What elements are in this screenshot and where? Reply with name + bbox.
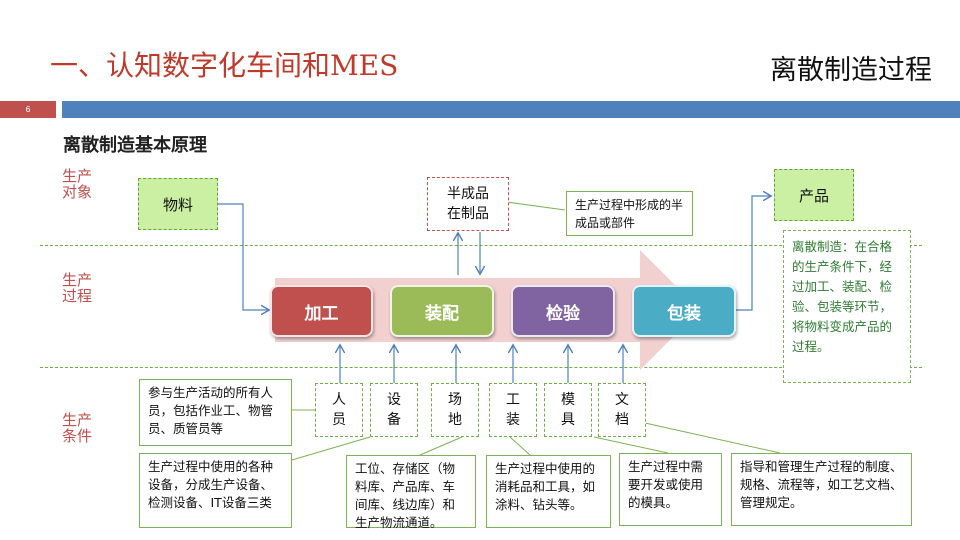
condition-site-line2: 地 — [448, 412, 462, 428]
condition-site: 场 地 — [431, 383, 479, 437]
semi-finished-line2: 在制品 — [447, 206, 489, 222]
desc-documents: 指导和管理生产过程的制度、规格、流程等，如工艺文档、管理规定。 — [731, 453, 912, 526]
condition-molds: 模 具 — [544, 383, 592, 437]
desc-molds: 生产过程中需要开发或使用的模具。 — [619, 453, 722, 526]
page-title: 一、认知数字化车间和MES — [50, 49, 399, 82]
condition-documents-line2: 档 — [615, 412, 629, 428]
condition-documents-line1: 文 — [615, 392, 629, 408]
desc-line-equipment — [291, 436, 371, 461]
condition-equipment-line1: 设 — [387, 392, 401, 408]
header-bar-blue — [62, 101, 960, 118]
row-label-process: 生产过程 — [62, 271, 93, 305]
material-to-process-line — [193, 203, 268, 310]
semi-finished-line1: 半成品 — [447, 186, 489, 202]
material-box: 物料 — [138, 178, 218, 230]
desc-line-site — [419, 436, 463, 456]
header-bar-red — [0, 101, 56, 118]
divider-process-conditions — [40, 367, 922, 368]
row-label-objects: 生产对象 — [62, 167, 93, 201]
process-step-machining: 加工 — [270, 285, 373, 337]
desc-line-documents — [644, 422, 781, 454]
process-step-assembly: 装配 — [390, 285, 494, 337]
condition-tooling-line1: 工 — [506, 392, 520, 408]
product-box: 产品 — [774, 169, 854, 221]
row-label-conditions: 生产条件 — [62, 411, 93, 445]
desc-line-tooling — [509, 436, 531, 456]
condition-molds-line2: 具 — [561, 412, 575, 428]
page-subtitle: 离散制造过程 — [770, 55, 932, 86]
desc-tooling: 生产过程中使用的消耗品和工具，如涂料、钻头等。 — [486, 455, 611, 528]
desc-personnel: 参与生产活动的所有人员，包括作业工、物管员、质管员等 — [139, 379, 292, 446]
condition-molds-line1: 模 — [561, 392, 575, 408]
condition-tooling: 工 装 — [489, 383, 537, 437]
packaging-to-product-line — [736, 196, 770, 311]
condition-documents: 文 档 — [598, 383, 646, 437]
condition-personnel: 人 员 — [315, 383, 363, 437]
process-step-packaging: 包装 — [632, 285, 736, 337]
desc-site: 工位、存储区（物料库、产品库、车间库、线边库）和生产物流通道。 — [346, 455, 476, 530]
condition-equipment: 设 备 — [370, 383, 418, 437]
condition-tooling-line2: 装 — [506, 412, 520, 428]
desc-line-molds — [593, 436, 669, 454]
process-step-inspection: 检验 — [511, 285, 615, 337]
definition-note: 离散制造：在合格的生产条件下，经过加工、装配、检验、包装等环节，将物料变成产品的… — [783, 230, 911, 383]
divider-objects-process — [40, 245, 922, 246]
page-number: 6 — [25, 105, 31, 114]
condition-equipment-line2: 备 — [387, 412, 401, 428]
condition-site-line1: 场 — [448, 392, 462, 408]
condition-personnel-line1: 人 — [332, 392, 346, 408]
section-title: 离散制造基本原理 — [63, 135, 207, 156]
desc-equipment: 生产过程中使用的各种设备，分成生产设备、检测设备、IT设备三类 — [139, 453, 292, 528]
condition-personnel-line2: 员 — [332, 412, 346, 428]
semi-finished-note: 生产过程中形成的半成品或部件 — [566, 191, 693, 236]
semi-finished-box: 半成品 在制品 — [427, 177, 509, 231]
